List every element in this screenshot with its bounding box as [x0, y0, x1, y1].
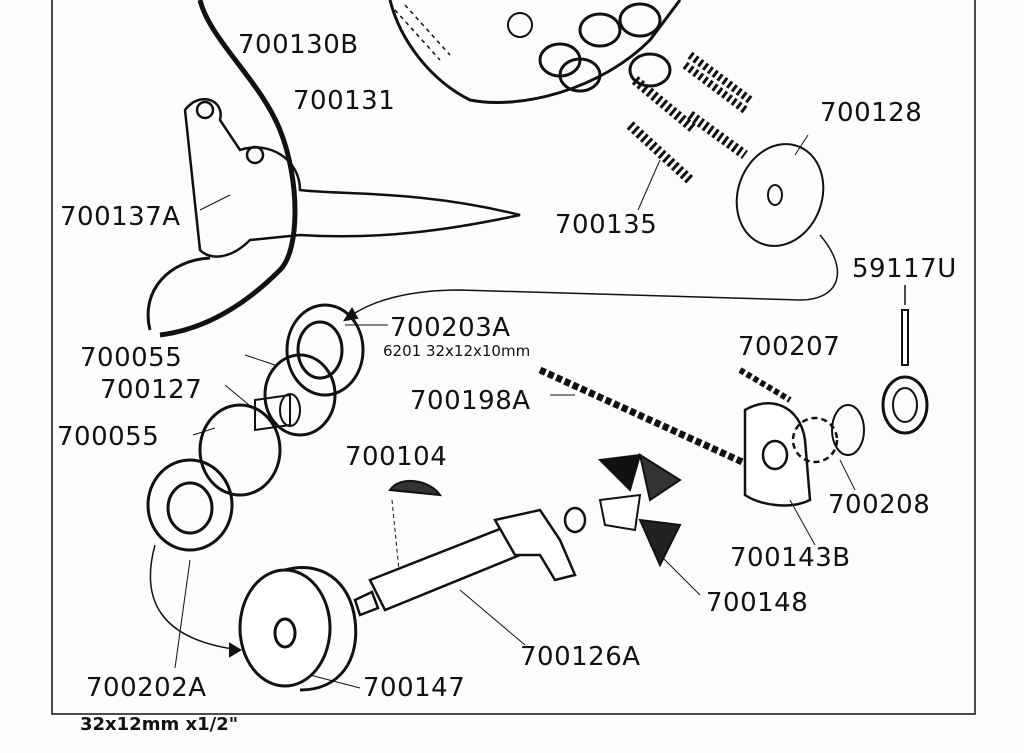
weight-700147 — [238, 565, 358, 692]
label-700202A: 700202A — [86, 673, 207, 703]
clutch-drum — [388, 0, 682, 104]
nut — [881, 375, 929, 435]
label-700137A: 700137A — [60, 202, 181, 232]
shaft-700126A — [353, 506, 587, 617]
label-59117U: 59117U — [852, 254, 957, 284]
label-700203A-spec: 6201 32x12x10mm — [383, 342, 531, 360]
label-700104: 700104 — [345, 442, 448, 472]
bearing-size-footnote: 32x12mm x1/2" — [80, 714, 239, 735]
label-700203A: 700203A — [390, 313, 511, 343]
label-700207: 700207 — [738, 332, 841, 362]
key-700104 — [388, 479, 443, 497]
label-700130B: 700130B — [238, 30, 359, 60]
sprocket-700143B — [743, 402, 839, 507]
label-700143B: 700143B — [730, 543, 851, 573]
label-700126A: 700126A — [520, 642, 641, 672]
label-700198A: 700198A — [410, 386, 531, 416]
rollers — [538, 2, 672, 93]
frame — [51, 0, 976, 715]
cable-lower — [146, 256, 211, 331]
label-700135: 700135 — [555, 210, 658, 240]
chain — [538, 366, 762, 474]
springs — [626, 51, 753, 184]
bearing-700202A — [146, 458, 234, 552]
label-700055-bottom: 700055 — [57, 422, 160, 452]
label-700148: 700148 — [706, 588, 809, 618]
clutch-shoes-700148 — [597, 452, 682, 568]
label-700147: 700147 — [363, 673, 466, 703]
label-700131: 700131 — [293, 86, 396, 116]
label-700055-top: 700055 — [80, 343, 183, 373]
cable — [159, 0, 298, 338]
label-700127: 700127 — [100, 375, 203, 405]
arrow-curve — [344, 234, 839, 321]
label-700208: 700208 — [828, 490, 931, 520]
washer-700128 — [735, 143, 825, 247]
bearing-700203A — [285, 303, 365, 397]
lever — [183, 98, 521, 258]
label-700128: 700128 — [820, 98, 923, 128]
